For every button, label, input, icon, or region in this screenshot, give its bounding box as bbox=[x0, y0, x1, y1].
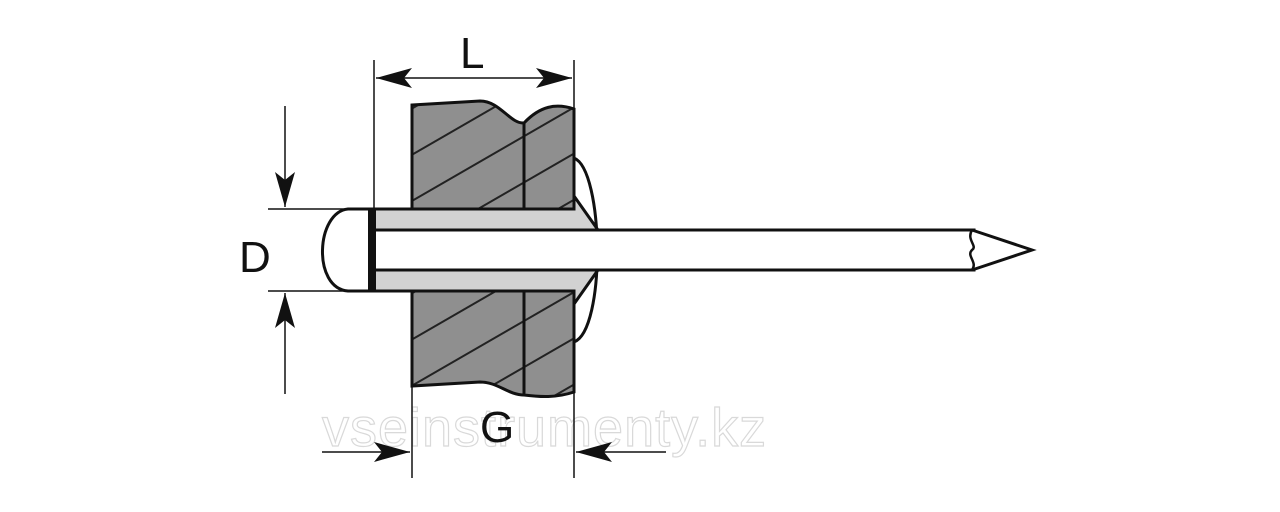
grip-label: G bbox=[480, 403, 514, 452]
mandrel-head bbox=[321, 207, 376, 293]
dimension-diameter: D bbox=[239, 106, 370, 394]
diameter-label: D bbox=[239, 233, 271, 282]
mandrel bbox=[372, 228, 1037, 272]
dimension-grip: G bbox=[322, 386, 666, 478]
length-label: L bbox=[460, 29, 484, 78]
dimension-length: L bbox=[373, 29, 575, 208]
